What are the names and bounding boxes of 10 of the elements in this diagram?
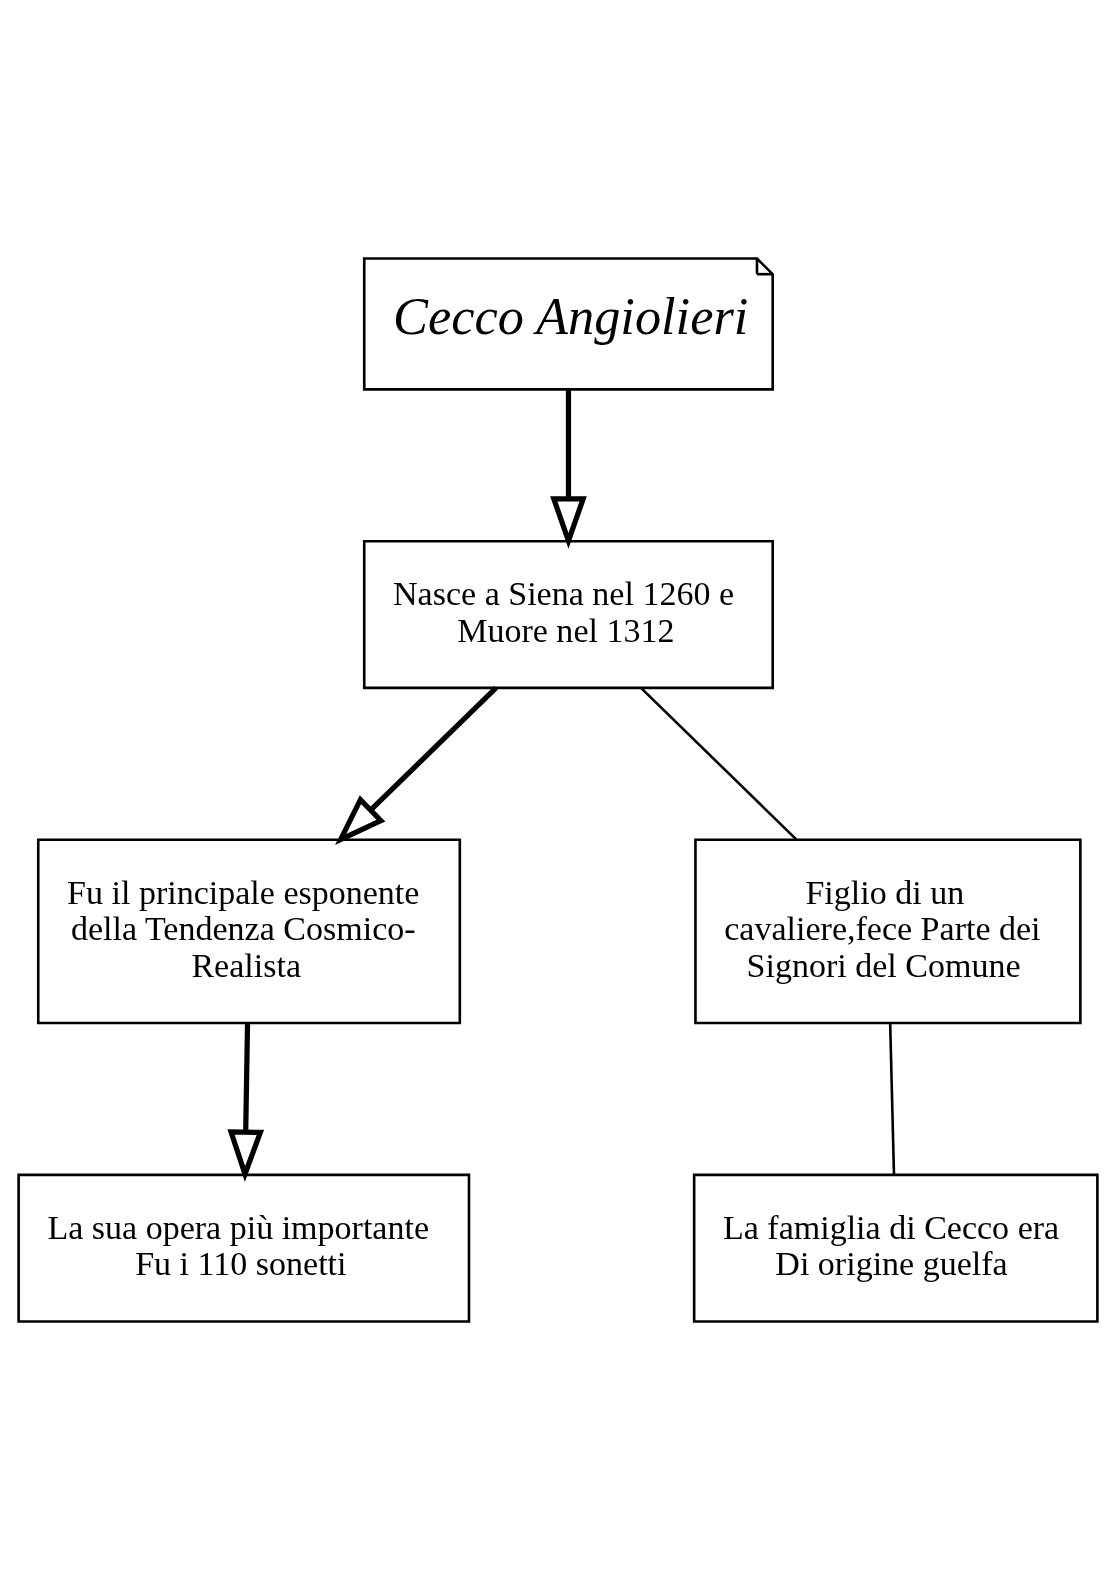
arrow [335,685,498,845]
connector [888,1022,896,1174]
connector [640,686,798,840]
node-box: Fu il principale esponente della Tendenza Cosmico-Realista [36,837,462,1024]
node-box: La famiglia di Cecco era Di origine guelfa [692,1173,1099,1323]
arrow [227,1022,265,1182]
node-box: Figlio di un cavaliere,fece Parte dei Signori del Comune [694,837,1082,1024]
node-box: La sua opera più importante Fu i 110 sonetti [17,1173,471,1323]
node-box: Nasce a Siena nel 1260 e Muore nel 1312 [362,539,774,689]
arrow [550,389,587,549]
